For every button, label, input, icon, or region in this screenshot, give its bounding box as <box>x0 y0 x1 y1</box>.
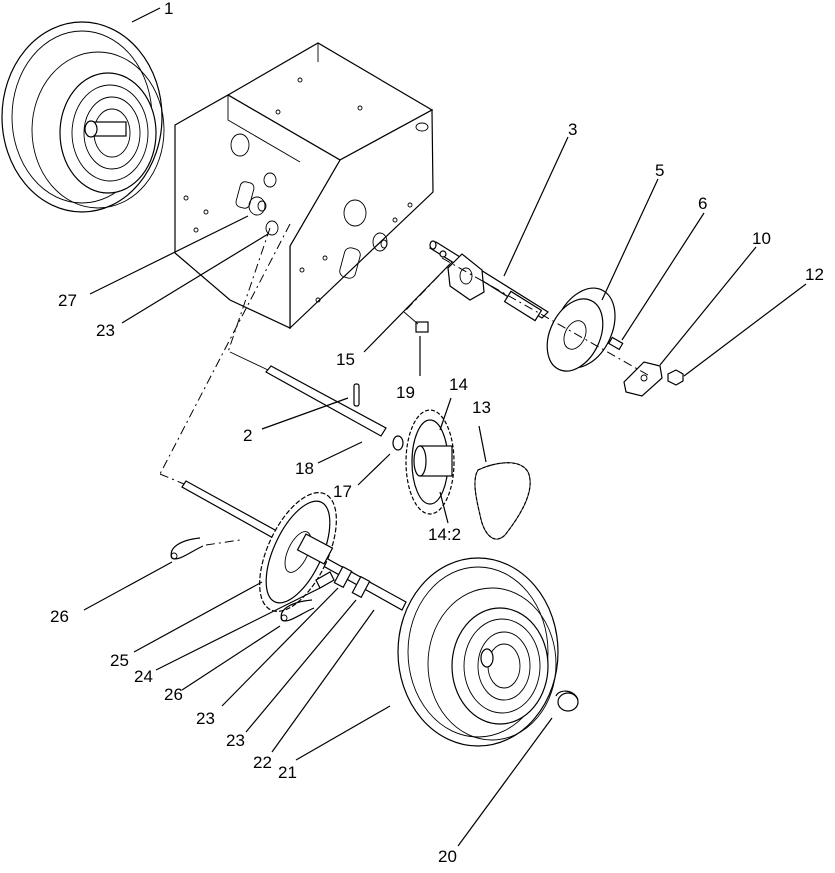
callout-24: 24 <box>134 667 153 686</box>
bracket-10 <box>623 361 663 397</box>
wheel-lower-right <box>397 557 559 747</box>
callout-26-b: 26 <box>164 685 183 704</box>
callout-19: 19 <box>396 383 415 402</box>
washer-17 <box>392 435 404 451</box>
callout-17: 17 <box>333 482 352 501</box>
bolt-19 <box>403 311 429 333</box>
fastener-15 <box>439 250 447 258</box>
callout-21: 21 <box>278 763 297 782</box>
callout-3: 3 <box>568 120 577 139</box>
callout-23-c: 23 <box>226 731 245 750</box>
callout-labels: 1 3 5 6 10 12 27 23 15 19 14 13 2 18 17 … <box>50 0 824 866</box>
callout-13: 13 <box>472 398 491 417</box>
chassis-frame <box>174 42 434 330</box>
hairpin-26-left <box>170 537 204 560</box>
bolt-6 <box>607 336 624 351</box>
key-24 <box>315 571 335 589</box>
wheel-upper-left <box>1 21 165 213</box>
callout-10: 10 <box>752 229 771 248</box>
hairpin-26-right <box>280 599 315 622</box>
callout-25: 25 <box>110 651 129 670</box>
gear-25 <box>259 492 337 612</box>
callout-14: 14 <box>449 375 468 394</box>
drum-5 <box>546 287 616 372</box>
callout-26-a: 26 <box>50 607 69 626</box>
callout-22: 22 <box>253 753 272 772</box>
callout-15: 15 <box>336 350 355 369</box>
callout-2: 2 <box>243 426 252 445</box>
callout-12: 12 <box>805 265 824 284</box>
callout-23-b: 23 <box>196 709 215 728</box>
callout-18: 18 <box>295 459 314 478</box>
callout-27: 27 <box>58 291 77 310</box>
roll-pin-2 <box>353 383 360 407</box>
lynch-pin-20 <box>555 690 579 712</box>
chain-13 <box>474 462 531 540</box>
callout-20: 20 <box>438 847 457 866</box>
callout-14-2: 14:2 <box>428 525 461 544</box>
callout-1: 1 <box>164 0 173 18</box>
axle-18 <box>229 351 387 437</box>
callout-6: 6 <box>698 194 707 213</box>
nut-12 <box>667 369 684 386</box>
callout-5: 5 <box>655 161 664 180</box>
callout-23-a: 23 <box>96 321 115 340</box>
sprocket-14 <box>405 409 455 515</box>
leader-lines <box>83 7 807 847</box>
